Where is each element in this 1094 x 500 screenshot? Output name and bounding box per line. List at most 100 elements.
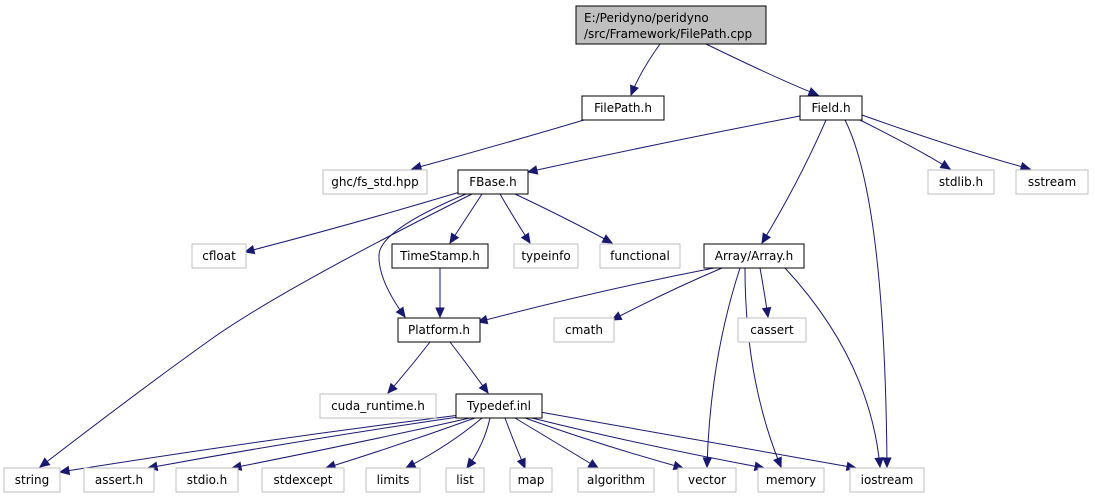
edge-arrowhead (882, 457, 892, 469)
node-string[interactable]: string (3, 467, 61, 493)
edge-line (387, 341, 431, 394)
node-typeinfo[interactable]: typeinfo (513, 243, 579, 269)
edge-arrowhead (387, 382, 398, 394)
edge-line (524, 417, 684, 469)
node-sstream[interactable]: sstream (1015, 169, 1089, 195)
edge-array-vector (702, 267, 741, 469)
edge-line (527, 115, 801, 173)
node-label: algorithm (587, 473, 645, 487)
edge-arrowhead (1019, 161, 1032, 172)
node-cuda-runtime-h[interactable]: cuda_runtime.h (319, 393, 437, 419)
edge-root-filepath (630, 43, 661, 97)
edge-line (784, 267, 881, 468)
edge-typedef-vector (524, 417, 685, 471)
node-stdlib-h[interactable]: stdlib.h (927, 169, 995, 195)
node-label: Typedef.inl (466, 399, 531, 413)
node-algorithm[interactable]: algorithm (577, 467, 655, 493)
edge-arrowhead (587, 458, 600, 469)
node-label: FBase.h (469, 175, 517, 189)
edge-arrowhead (761, 232, 772, 245)
node-label: stdio.h (187, 473, 227, 487)
edge-typedef-stdio (230, 417, 471, 471)
edge-typedef-stdexcept (324, 417, 476, 470)
edge-timestamp-platform (435, 268, 445, 319)
node-label: functional (610, 249, 670, 263)
node-label: memory (766, 473, 816, 487)
edge-line (705, 43, 819, 96)
node-ghc-fs-std-hpp[interactable]: ghc/fs_std.hpp (322, 169, 428, 195)
node-platform-h[interactable]: Platform.h (397, 317, 481, 343)
edge-line (405, 417, 483, 469)
edge-arrowhead (410, 161, 423, 172)
node-label: stdlib.h (939, 175, 983, 189)
edge-line (706, 267, 741, 468)
node-list[interactable]: list (445, 467, 485, 493)
edge-arrowhead (516, 457, 526, 470)
edge-line (859, 119, 951, 170)
node-label: FilePath.h (594, 101, 652, 115)
edge-line (477, 267, 715, 323)
node-memory[interactable]: memory (757, 467, 825, 493)
edge-field-stdlib (859, 119, 952, 170)
edge-arrowhead (630, 84, 639, 97)
edge-fbase-timestamp (449, 193, 483, 245)
edge-arrowhead (449, 232, 460, 245)
node-label: ghc/fs_std.hpp (331, 175, 419, 189)
node-cfloat[interactable]: cfloat (191, 243, 247, 269)
edge-line (231, 417, 471, 469)
node-iostream[interactable]: iostream (849, 467, 925, 493)
edge-fbase-cfloat (243, 191, 461, 255)
edge-line (325, 417, 476, 469)
edge-arrowhead (874, 457, 884, 469)
edge-line (861, 114, 1031, 170)
edge-line (844, 119, 888, 468)
edges (39, 43, 1032, 476)
edge-arrowhead (939, 159, 952, 170)
node-label: Array/Array.h (715, 249, 793, 263)
edge-line (514, 193, 613, 244)
edge-line (378, 193, 467, 318)
node-stdexcept[interactable]: stdexcept (261, 467, 345, 493)
node-map[interactable]: map (509, 467, 553, 493)
edge-arrowhead (395, 306, 406, 318)
edge-arrowhead (761, 306, 772, 319)
node-label: vector (688, 473, 726, 487)
node-assert-h[interactable]: assert.h (83, 467, 155, 493)
edge-field-array (761, 119, 827, 245)
edge-arrowhead (435, 307, 445, 319)
root-label-line1: E:/Peridyno/peridyno (584, 11, 709, 25)
node-array-array-h[interactable]: Array/Array.h (703, 243, 805, 269)
edge-field-fbase (526, 115, 801, 175)
edge-line (244, 191, 461, 253)
edge-arrowhead (702, 457, 713, 469)
node-fbase-h[interactable]: FBase.h (457, 169, 529, 195)
node-cmath[interactable]: cmath (553, 317, 615, 343)
edge-line (539, 411, 857, 469)
node-cassert[interactable]: cassert (737, 317, 807, 343)
node-label: limits (377, 473, 410, 487)
node-vector[interactable]: vector (677, 467, 737, 493)
edge-arrowhead (520, 232, 531, 245)
node-label: string (15, 473, 49, 487)
node-stdio-h[interactable]: stdio.h (175, 467, 239, 493)
edge-line (449, 341, 489, 394)
node-functional[interactable]: functional (599, 243, 681, 269)
edge-array-cassert (759, 267, 772, 319)
node-label: Field.h (811, 101, 850, 115)
edge-arrowhead (466, 457, 477, 469)
node-field-h[interactable]: Field.h (799, 95, 863, 121)
edge-line (147, 415, 466, 469)
node-timestamp-h[interactable]: TimeStamp.h (391, 243, 489, 269)
node-typedef-inl[interactable]: Typedef.inl (455, 393, 543, 419)
node-filepath-h[interactable]: FilePath.h (581, 95, 665, 121)
edge-line (531, 417, 765, 469)
edge-arrowhead (243, 245, 256, 255)
edge-line (611, 267, 723, 321)
node-root-filepath-cpp[interactable]: E:/Peridyno/peridyno /src/Framework/File… (575, 5, 767, 45)
edge-arrowhead (601, 234, 614, 244)
node-label: map (518, 473, 545, 487)
edge-fbase-string (39, 193, 473, 468)
edge-arrowhead (404, 459, 417, 469)
node-limits[interactable]: limits (365, 467, 421, 493)
